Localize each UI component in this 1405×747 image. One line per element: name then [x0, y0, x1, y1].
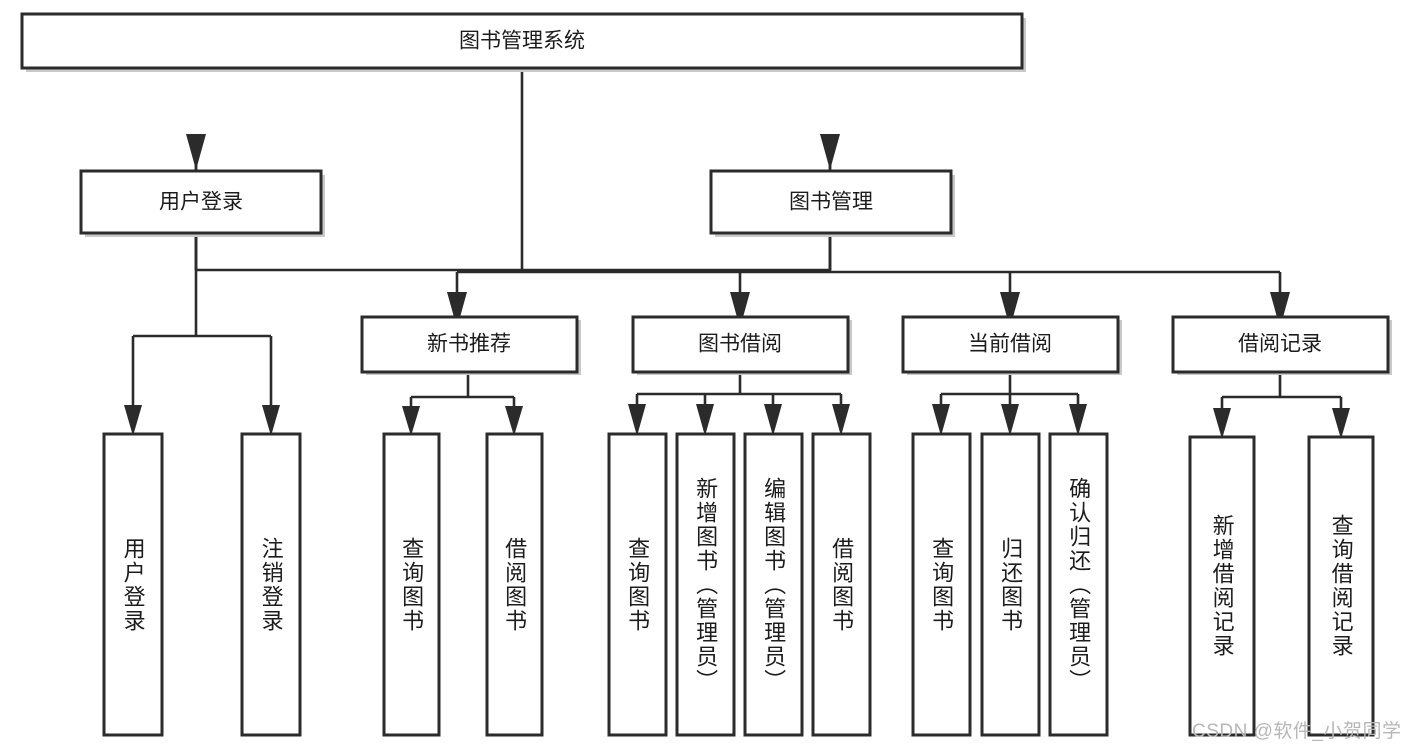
- node-label-newbook: 新书推荐: [427, 333, 511, 356]
- arrowhead-leaf-record-1: [1213, 408, 1231, 439]
- arrowhead-leaf-current-3: [1069, 404, 1087, 436]
- arrowhead-record: [1270, 292, 1290, 328]
- node-box-leaf-10[interactable]: [1048, 432, 1109, 737]
- node-box-leaf-7[interactable]: [811, 432, 872, 737]
- node-label-bookmgmt: 图书管理: [789, 191, 873, 214]
- node-box-borrow[interactable]: [631, 315, 850, 374]
- node-box-record[interactable]: [1171, 315, 1390, 374]
- arrowhead-leaf-newbook-1: [402, 406, 420, 436]
- node-box-userlogin[interactable]: [79, 169, 323, 235]
- node-box-leaf-4[interactable]: [607, 432, 668, 737]
- horizontal-label-layer: 图书管理系统 用户登录 图书管理 新书推荐 图书借阅 当前借阅 借阅记录: [159, 30, 1322, 356]
- node-box-leaf-12[interactable]: [1307, 435, 1375, 737]
- node-box-leaf-1[interactable]: [240, 432, 302, 737]
- node-box-leaf-5[interactable]: [675, 432, 736, 737]
- node-box-leaf-9[interactable]: [980, 432, 1041, 737]
- arrowhead-leaf-userlogin-1: [124, 405, 142, 436]
- node-box-leaf-8[interactable]: [911, 432, 972, 737]
- arrowhead-leaf-record-2: [1332, 408, 1350, 439]
- arrowhead-newbook: [447, 292, 467, 328]
- node-label-root: 图书管理系统: [459, 30, 585, 53]
- box-layer: [20, 12, 1390, 737]
- arrowhead-leaf-borrow-1: [628, 404, 646, 436]
- node-box-leaf-6[interactable]: [743, 432, 804, 737]
- node-box-root[interactable]: [20, 12, 1024, 70]
- node-box-leaf-3[interactable]: [485, 432, 544, 737]
- node-box-current[interactable]: [901, 315, 1120, 374]
- node-label-record: 借阅记录: [1238, 333, 1322, 356]
- node-box-leaf-0[interactable]: [102, 432, 164, 737]
- arrowhead-userlogin: [186, 134, 206, 170]
- node-box-bookmgmt[interactable]: [709, 169, 953, 235]
- node-label-userlogin: 用户登录: [159, 191, 243, 214]
- csdn-watermark: CSDN @软件_小贺同学: [1192, 721, 1402, 742]
- arrowhead-borrow: [730, 292, 750, 328]
- node-box-leaf-2[interactable]: [382, 432, 441, 737]
- node-label-borrow: 图书借阅: [698, 333, 782, 356]
- node-box-newbook[interactable]: [360, 315, 579, 374]
- arrowhead-leaf-current-2: [1001, 404, 1019, 436]
- arrowhead-bookmgmt: [820, 134, 840, 170]
- arrowhead-leaf-borrow-4: [832, 404, 850, 436]
- arrowhead-layer: [124, 134, 1350, 439]
- arrowhead-leaf-borrow-2: [696, 404, 714, 436]
- arrowhead-leaf-borrow-3: [764, 404, 782, 436]
- arrowhead-current: [1000, 292, 1020, 328]
- node-label-current: 当前借阅: [968, 333, 1052, 356]
- arrowhead-leaf-newbook-2: [505, 406, 523, 436]
- arrowhead-leaf-userlogin-2: [262, 405, 280, 436]
- node-box-leaf-11[interactable]: [1188, 435, 1256, 737]
- arrowhead-leaf-current-1: [932, 404, 950, 436]
